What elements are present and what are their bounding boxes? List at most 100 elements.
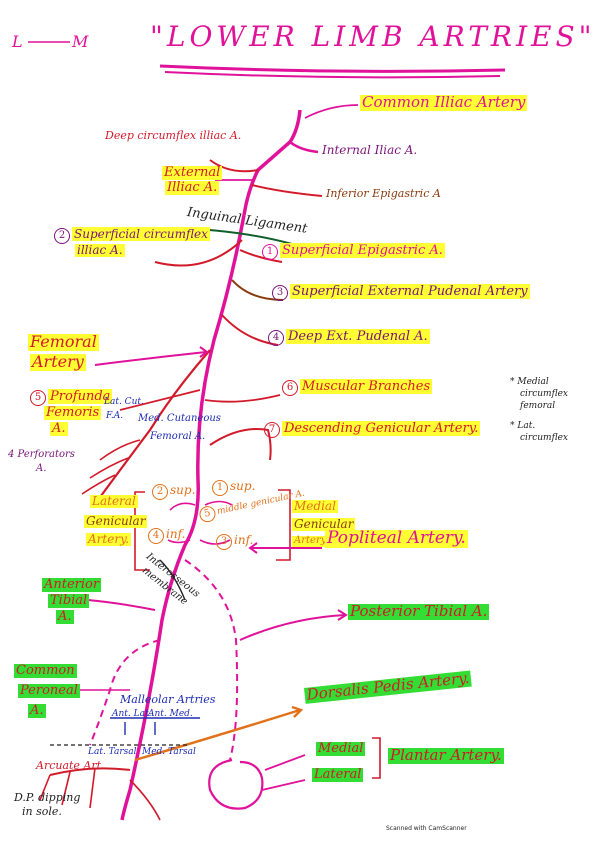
label-fa: F.A. [106, 411, 124, 421]
number-badge: 4 [148, 528, 164, 544]
lateral-genicular-bracket [134, 491, 150, 571]
label-descending-genicular-text: Descending Genicular Artery. [282, 421, 481, 436]
number-badge: 5 [30, 390, 46, 406]
label-deep-circumflex: Deep circumflex illiac A. [105, 129, 242, 142]
note-medial-circumflex-2: circumflex [520, 389, 568, 399]
label-anterior-tibial-2: Tibial [48, 593, 90, 608]
plantar-bracket [372, 737, 381, 779]
label-medial-genicular-3: Artery [292, 535, 329, 547]
dorsalis-pedis-pointer-head [291, 705, 304, 718]
label-perforators-line1: 4 Perforators [8, 449, 75, 460]
genicular-sup-l [169, 502, 196, 511]
label-common-peroneal-1: Common [14, 663, 77, 678]
common-iliac-trunk [242, 109, 302, 216]
lat-cut-branch [119, 389, 201, 411]
label-profunda-line2: Femoris [44, 405, 102, 420]
label-profunda-text: Profunda [48, 389, 113, 404]
label-sup-circumflex-line2: illiac A. [75, 243, 125, 257]
note-medial-circumflex-1: * Medial [510, 377, 549, 387]
sup-circumflex-branch [154, 239, 243, 267]
label-inferior-epigastric: Inferior Epigastric A [326, 187, 441, 200]
note-lat-circumflex-1: * Lat. [510, 421, 536, 431]
note-lat-circumflex-2: circumflex [520, 433, 568, 443]
label-femoral-a: Femoral A. [150, 431, 206, 442]
label-muscular-text: Muscular Branches [300, 379, 433, 394]
common-iliac-pointer [304, 104, 359, 119]
number-badge: 3 [272, 285, 288, 301]
corner-mark-right: M [72, 32, 89, 51]
label-femoral-line2: Artery [30, 352, 86, 371]
label-medial-plantar: Medial [316, 741, 366, 756]
lateral-plantar-pointer [261, 779, 306, 791]
muscular-branches [204, 394, 281, 403]
label-inf-left-text: inf. [166, 527, 186, 541]
dorsalis-pedis-pointer [134, 708, 301, 762]
number-badge: 4 [268, 330, 284, 346]
label-profunda-line3: A. [50, 421, 68, 436]
profunda-branch [97, 349, 211, 501]
label-medial-genicular-2: Genicular [292, 517, 356, 531]
label-femoral-line1: Femoral [28, 332, 99, 351]
page-title: "Lower Limb Artries" [150, 20, 595, 53]
label-sup-right-text: sup. [230, 479, 256, 493]
number-badge: 1 [262, 244, 278, 260]
label-lat-tarsal: Lat. Tarsal [88, 747, 137, 757]
inferior-epigastric-branch [251, 184, 323, 197]
number-badge: 7 [264, 422, 280, 438]
label-malleolar: Malleolar Artries [120, 693, 216, 706]
scanner-watermark: Scanned with CamScanner [386, 825, 467, 832]
label-perforators-line2: A. [36, 463, 47, 474]
descending-genicular-branch [209, 428, 272, 461]
note-medial-circumflex-3: femoral [520, 401, 556, 411]
label-popliteal: Popliteal Artery. [325, 528, 468, 548]
deep-circumflex-branch [209, 159, 259, 173]
genicular-inf-l [167, 539, 191, 544]
label-lateral-genicular-2: Genicular [84, 514, 148, 528]
label-sup-epigastric-text: Superficial Epigastric A. [280, 243, 445, 258]
posterior-tibial-pointer [239, 614, 346, 641]
label-deep-ext-pudendal-text: Deep Ext. Pudenal A. [286, 329, 430, 344]
number-badge: 1 [212, 480, 228, 496]
label-medial-genicular-1: Medial [292, 499, 338, 513]
label-internal-iliac: Internal Iliac A. [322, 143, 418, 157]
anterior-tibial-pointer [87, 599, 156, 611]
label-med-cutaneous: Med. Cutaneous [138, 413, 221, 424]
number-badge: 2 [152, 484, 168, 500]
label-sup-ext-pudendal-text: Superficial External Pudenal Artery [290, 284, 530, 299]
label-external-iliac-line1: External [162, 165, 223, 180]
label-arcuate: Arcuate Art. [36, 759, 105, 772]
internal-iliac-branch [289, 141, 319, 154]
medial-plantar-pointer [264, 754, 306, 771]
arcuate-digital-3 [89, 767, 96, 809]
title-underline-2 [164, 71, 501, 79]
femoral-pointer-head [199, 346, 209, 358]
label-anterior-tibial-3: A. [56, 609, 74, 624]
label-common-peroneal-2: Peroneal [18, 683, 80, 698]
label-lat-cut: Lat. Cut. [104, 397, 144, 407]
number-badge: 2 [54, 228, 70, 244]
label-inf-right-text: inf. [234, 533, 254, 547]
label-common-peroneal-3: A. [28, 703, 46, 718]
posterior-tibial-branch [184, 559, 239, 761]
label-common-iliac: Common Illiac Artery [360, 93, 528, 111]
label-lateral-genicular-1: Lateral [90, 494, 138, 508]
number-badge: 3 [216, 534, 232, 550]
arcuate-digital-2 [61, 771, 71, 806]
label-lateral-genicular-3: Artery. [86, 532, 132, 546]
label-posterior-tibial: Posterior Tibial A. [348, 602, 490, 620]
label-dp-dipping-1: D.P. dipping [14, 791, 81, 804]
arcuate-digital-1 [39, 774, 51, 801]
label-ant-lat: Ant. Lat. [112, 709, 152, 719]
perforator-2 [89, 457, 129, 479]
medial-genicular-bracket [276, 489, 291, 561]
